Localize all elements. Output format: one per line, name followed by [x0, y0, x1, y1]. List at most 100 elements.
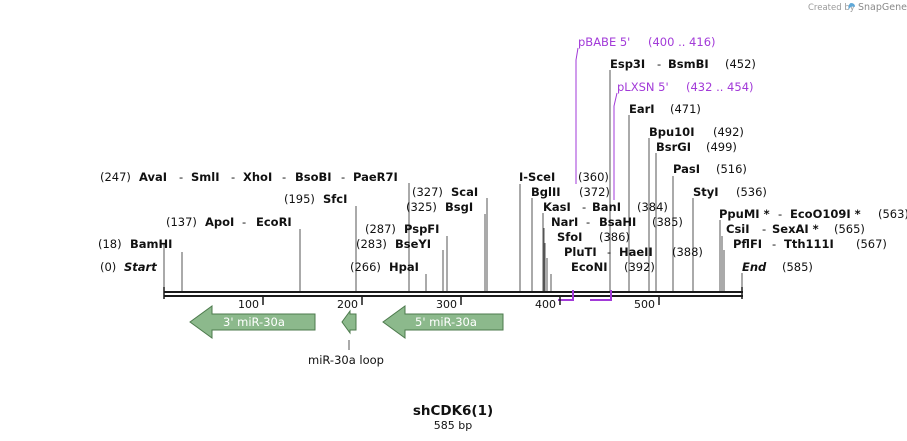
primer-plxsn5-range: (432 .. 454)	[686, 80, 754, 94]
enzyme-nari[interactable]: NarI	[551, 215, 578, 229]
enzyme-smli[interactable]: SmlI	[191, 170, 220, 184]
enzyme-xhoi[interactable]: XhoI	[243, 170, 272, 184]
pos-bpu10i: (492)	[713, 125, 744, 139]
enzyme-bsahi[interactable]: BsaHI	[599, 215, 636, 229]
pos-econi: (392)	[624, 260, 655, 274]
primer-pbabe5-label[interactable]: pBABE 5'	[578, 35, 630, 49]
snapgene-branding: Created by SnapGene	[808, 2, 907, 13]
enzyme-i-scei[interactable]: I-SceI	[519, 170, 555, 184]
enzyme-bsgi[interactable]: BsgI	[445, 200, 473, 214]
enzyme-styi[interactable]: StyI	[693, 185, 719, 199]
enzyme-sfoi[interactable]: SfoI	[557, 230, 582, 244]
feature-3p-mir30a-label: 3' miR-30a	[223, 315, 285, 329]
primer-leaders	[575, 47, 618, 200]
dna-backbone	[163, 287, 743, 299]
pos-ecoo109i: (563)	[878, 207, 907, 221]
enzyme-pspfi[interactable]: PspFI	[404, 222, 439, 236]
svg-text:-: -	[772, 237, 776, 251]
ruler-ticks	[262, 297, 660, 305]
enzyme-hpai[interactable]: HpaI	[389, 260, 419, 274]
pos-bsrgi: (499)	[706, 140, 737, 154]
tick-100: 100	[238, 298, 259, 311]
feature-mir30a-loop[interactable]: miR-30a loop	[308, 309, 384, 367]
enzyme-pluti[interactable]: PluTI	[564, 245, 597, 259]
enzyme-sfci[interactable]: SfcI	[323, 192, 347, 206]
snapgene-name: SnapGene	[858, 2, 907, 13]
map-length: 585 bp	[434, 419, 472, 432]
tick-300: 300	[436, 298, 457, 311]
pos-scai: (327)	[412, 185, 443, 199]
tick-500: 500	[634, 298, 655, 311]
enzyme-pflfi[interactable]: PflFI	[733, 237, 762, 251]
feature-3p-mir30a[interactable]: 3' miR-30a	[189, 305, 316, 339]
svg-text:-: -	[341, 170, 345, 184]
pos-styi: (536)	[736, 185, 767, 199]
svg-text:-: -	[282, 170, 286, 184]
created-by-label: Created by	[808, 3, 855, 13]
svg-text:-: -	[778, 207, 782, 221]
enzyme-ppumi[interactable]: PpuMI *	[719, 207, 770, 221]
enzyme-ecoo109i[interactable]: EcoO109I *	[790, 207, 861, 221]
primer-pbabe5-range: (400 .. 416)	[648, 35, 716, 49]
feature-mir30a-loop-label: miR-30a loop	[308, 353, 384, 367]
start-label: Start	[124, 260, 157, 274]
pos-hpai: (266)	[350, 260, 381, 274]
svg-text:-: -	[586, 215, 590, 229]
enzyme-bglii[interactable]: BglII	[531, 185, 561, 199]
primer-plxsn5-label[interactable]: pLXSN 5'	[617, 80, 669, 94]
enzyme-scai[interactable]: ScaI	[451, 185, 478, 199]
pos-bsahi: (385)	[652, 215, 683, 229]
enzyme-bsrgi[interactable]: BsrGI	[656, 140, 691, 154]
enzyme-bpu10i[interactable]: Bpu10I	[649, 125, 694, 139]
enzyme-bsmbi[interactable]: BsmBI	[668, 57, 709, 71]
pos-bani: (384)	[637, 200, 668, 214]
start-position: (0)	[100, 260, 116, 274]
enzyme-eari[interactable]: EarI	[629, 102, 655, 116]
enzyme-pasi[interactable]: PasI	[673, 162, 700, 176]
enzyme-esp3i[interactable]: Esp3I	[610, 57, 645, 71]
primer-bar-pbabe5	[558, 290, 574, 301]
svg-text:-: -	[657, 57, 661, 71]
pos-bamhi: (18)	[98, 237, 122, 251]
pos-apoi: (137)	[166, 215, 197, 229]
pos-sfci: (195)	[284, 192, 315, 206]
enzyme-haeii[interactable]: HaeII	[619, 245, 653, 259]
end-position: (585)	[782, 260, 813, 274]
pos-pasi: (516)	[716, 162, 747, 176]
enzyme-bseyi[interactable]: BseYI	[395, 237, 431, 251]
enzyme-econi[interactable]: EcoNI	[571, 260, 607, 274]
enzyme-csii[interactable]: CsiI	[726, 222, 750, 236]
pos-sexai: (565)	[834, 222, 865, 236]
enzyme-bamhi[interactable]: BamHI	[130, 237, 172, 251]
map-title: shCDK6(1)	[413, 403, 493, 419]
pos-pspfi: (287)	[365, 222, 396, 236]
svg-text:-: -	[179, 170, 183, 184]
enzyme-bani[interactable]: BanI	[592, 200, 621, 214]
pos-eari: (471)	[670, 102, 701, 116]
pos-bsgi: (325)	[406, 200, 437, 214]
pos-sfoi: (386)	[599, 230, 630, 244]
svg-text:-: -	[762, 222, 766, 236]
enzyme-kasi[interactable]: KasI	[543, 200, 571, 214]
pos-i-scei: (360)	[578, 170, 609, 184]
feature-5p-mir30a[interactable]: 5' miR-30a	[382, 305, 504, 339]
enzyme-sexai[interactable]: SexAI *	[772, 222, 819, 236]
tick-200: 200	[337, 298, 358, 311]
enzyme-ecori[interactable]: EcoRI	[256, 215, 292, 229]
pos-tth111i: (567)	[856, 237, 887, 251]
enzyme-avai[interactable]: AvaI	[139, 170, 167, 184]
features: 3' miR-30a miR-30a loop 5' miR-30a	[189, 305, 504, 367]
enzyme-paer7i[interactable]: PaeR7I	[353, 170, 398, 184]
enzyme-bsobi[interactable]: BsoBI	[295, 170, 332, 184]
primer-bar-plxsn5	[590, 290, 612, 301]
primer-bars	[558, 290, 612, 301]
snapgene-logo-icon	[848, 3, 855, 10]
feature-5p-mir30a-label: 5' miR-30a	[415, 315, 477, 329]
pos-avai: (247)	[100, 170, 131, 184]
enzyme-tth111i[interactable]: Tth111I	[784, 237, 834, 251]
svg-text:-: -	[607, 245, 611, 259]
enzyme-apoi[interactable]: ApoI	[205, 215, 234, 229]
leader-lines	[163, 70, 743, 291]
end-label: End	[742, 260, 767, 274]
